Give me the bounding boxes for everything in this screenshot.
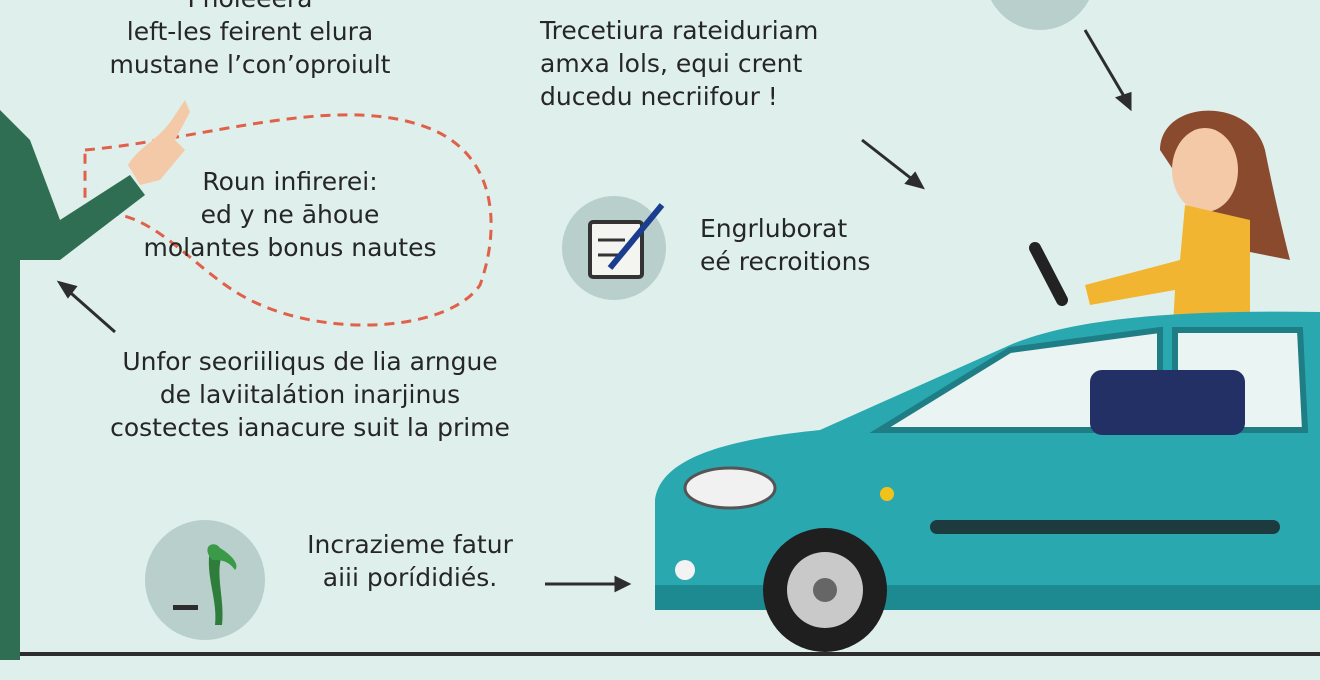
top-circle (991, 0, 1089, 30)
text-line: Roun infirerei: (202, 167, 378, 196)
bubble-text: Roun infirerei: ed y ne āhoue molantes b… (100, 165, 480, 264)
text-line: Pholeeera (80, 0, 420, 15)
text-line: molantes bonus nautes (143, 233, 437, 262)
man-figure (0, 100, 190, 660)
car (655, 311, 1320, 652)
text-line: eé recroitions (700, 247, 871, 276)
text-line: amxa lols, equi crent (540, 49, 803, 78)
top-left-text: Pholeeera left-les feirent elura mustane… (80, 0, 420, 81)
text-line: Incrazieme fatur (307, 530, 513, 559)
arrows (56, 29, 1132, 593)
checklist-text: Engrluborat eé recroitions (700, 212, 870, 278)
text-line: aiii porídidiés. (322, 563, 498, 592)
text-line: left-les feirent elura (126, 17, 374, 46)
text-line: ed y ne āhoue (200, 200, 380, 229)
plant-icon (145, 520, 265, 640)
text-line: Trecetiura rateiduriam (540, 16, 819, 45)
middle-left-text: Unfor seoriiliqus de lia arngue de lavii… (40, 345, 580, 444)
bottom-text: Incrazieme fatur aiii porídidiés. (270, 528, 550, 594)
text-line: costectes ianacure suit la prime (110, 413, 510, 442)
text-line: Engrluborat (700, 214, 848, 243)
dashed-bubble (83, 113, 493, 327)
top-center-text: Trecetiura rateiduriam amxa lols, equi c… (540, 14, 818, 113)
text-line: Unfor seoriiliqus de lia arngue (122, 347, 498, 376)
text-line: mustane l’con’oproiult (109, 50, 391, 79)
ground-line (0, 652, 1320, 656)
text-line: de laviitalátion inarjinus (159, 380, 461, 409)
text-line: ducedu necriifour ! (540, 82, 778, 111)
checklist-icon (562, 196, 666, 300)
